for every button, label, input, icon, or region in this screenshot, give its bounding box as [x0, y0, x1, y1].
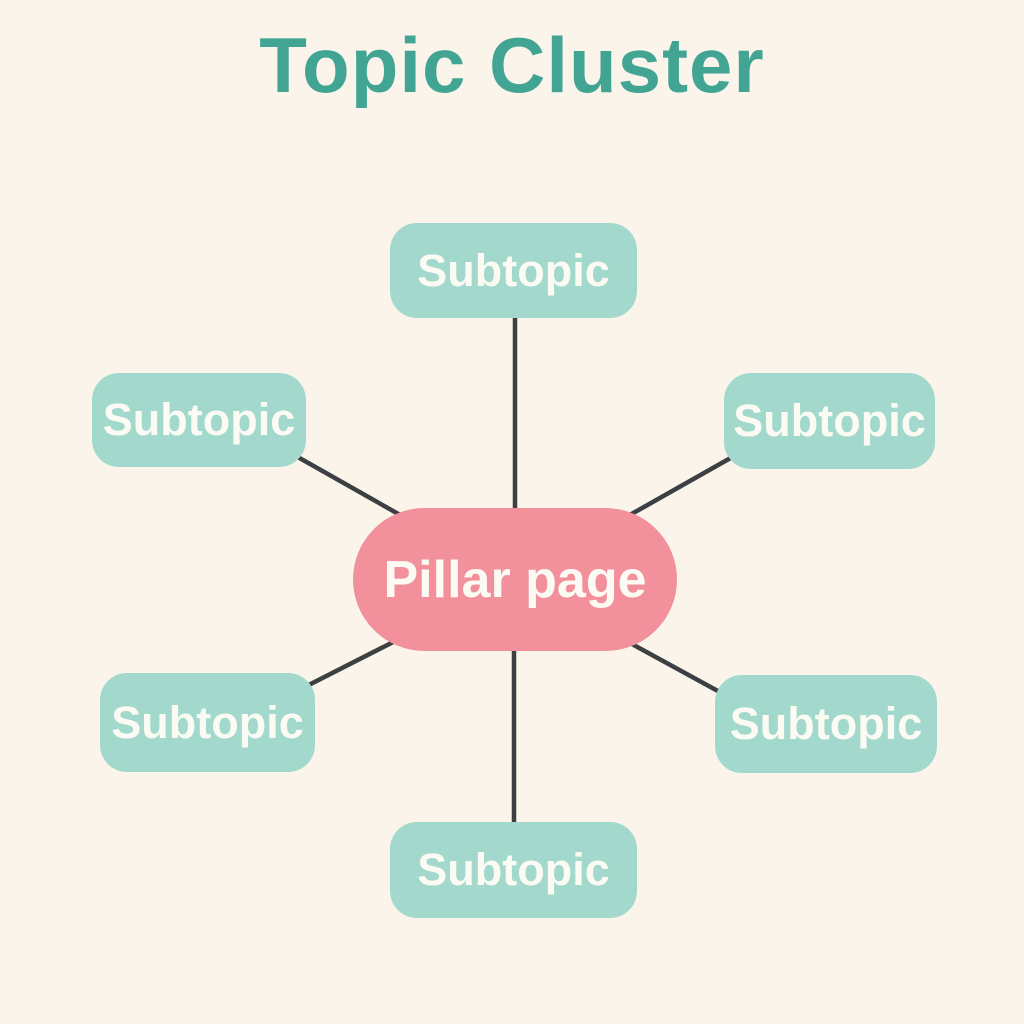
- subtopic-node-bottom: Subtopic: [390, 822, 637, 918]
- subtopic-node-lower-right: Subtopic: [715, 675, 937, 773]
- pillar-page-node: Pillar page: [353, 508, 677, 651]
- subtopic-node-lower-left: Subtopic: [100, 673, 315, 772]
- subtopic-node-upper-left: Subtopic: [92, 373, 306, 467]
- subtopic-node-top: Subtopic: [390, 223, 637, 318]
- diagram-title: Topic Cluster: [259, 21, 765, 109]
- subtopic-node-upper-right: Subtopic: [724, 373, 935, 469]
